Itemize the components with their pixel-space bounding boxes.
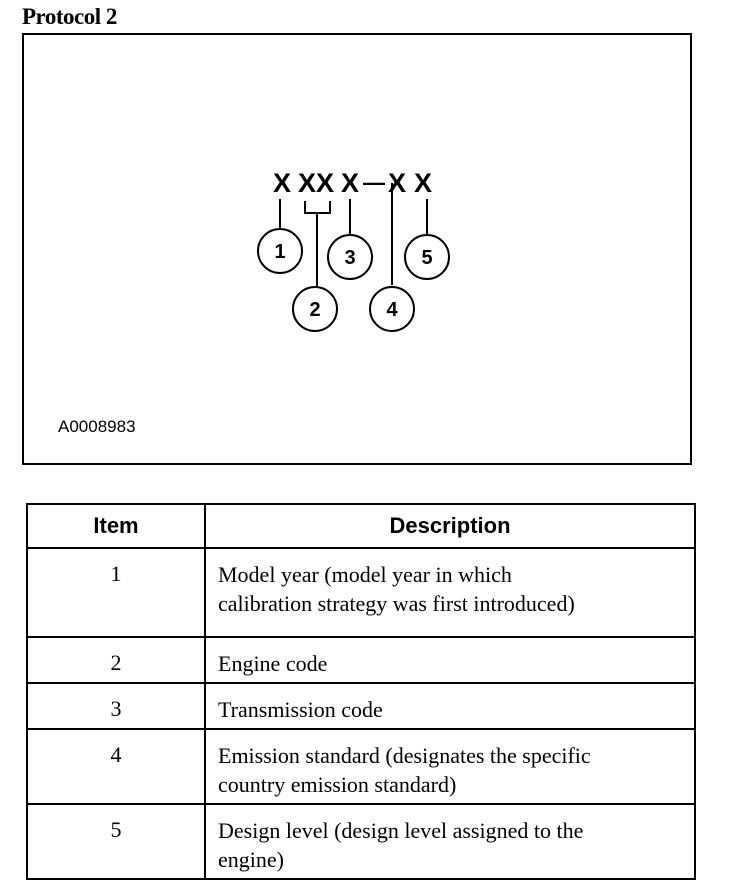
description-line: engine) [218, 847, 284, 872]
bracket-2 [304, 201, 331, 214]
code-glyph-1: X [273, 168, 291, 198]
description-line: Emission standard (designates the specif… [218, 743, 591, 768]
callout-circle-3 [327, 234, 373, 280]
callout-label-1: 1 [274, 241, 285, 263]
item-description: Model year (model year in which calibrat… [204, 547, 696, 638]
code-glyph-2: XX [298, 168, 334, 198]
item-number: 4 [26, 728, 206, 805]
description-line: country emission standard) [218, 772, 457, 797]
item-number: 3 [26, 682, 206, 730]
item-number: 2 [26, 636, 206, 684]
page-title: Protocol 2 [22, 4, 117, 29]
callout-label-2: 2 [309, 299, 320, 321]
code-glyph-4: X [388, 168, 406, 198]
code-dash: — [363, 170, 385, 195]
description-line: Model year (model year in which [218, 562, 512, 587]
leader-lines [279, 183, 428, 292]
item-number: 1 [26, 547, 206, 638]
header-description: Description [204, 503, 696, 549]
figure-id: A0008983 [58, 417, 136, 436]
callout-circle-1 [257, 228, 303, 274]
code-diagram: X XX X — X X 1 2 3 4 5 [257, 168, 450, 332]
table-row: 3 Transmission code [26, 682, 696, 730]
callout-label-4: 4 [386, 299, 398, 321]
description-line: Transmission code [218, 697, 383, 722]
item-description: Design level (design level assigned to t… [204, 803, 696, 880]
table-row: 2 Engine code [26, 636, 696, 684]
description-line: calibration strategy was first introduce… [218, 591, 575, 616]
header-item: Item [26, 503, 206, 549]
description-line: Engine code [218, 651, 328, 676]
item-description: Engine code [204, 636, 696, 684]
code-glyph-3: X [341, 168, 359, 198]
table-row: 5 Design level (design level assigned to… [26, 803, 696, 880]
description-line: Design level (design level assigned to t… [218, 818, 584, 843]
table-row: 1 Model year (model year in which calibr… [26, 547, 696, 638]
table-header-row: Item Description [26, 503, 696, 549]
callout-label-3: 3 [344, 247, 355, 269]
callout-circle-5 [404, 234, 450, 280]
callout-circle-4 [369, 286, 415, 332]
callout-label-5: 5 [421, 247, 432, 269]
diagram-frame: X XX X — X X 1 2 3 4 5 A00 [22, 33, 692, 465]
item-description: Emission standard (designates the specif… [204, 728, 696, 805]
item-number: 5 [26, 803, 206, 880]
code-glyph-5: X [414, 168, 432, 198]
callout-circle-2 [292, 286, 338, 332]
item-description-table: Item Description 1 Model year (model yea… [26, 503, 696, 880]
table-row: 4 Emission standard (designates the spec… [26, 728, 696, 805]
item-description: Transmission code [204, 682, 696, 730]
